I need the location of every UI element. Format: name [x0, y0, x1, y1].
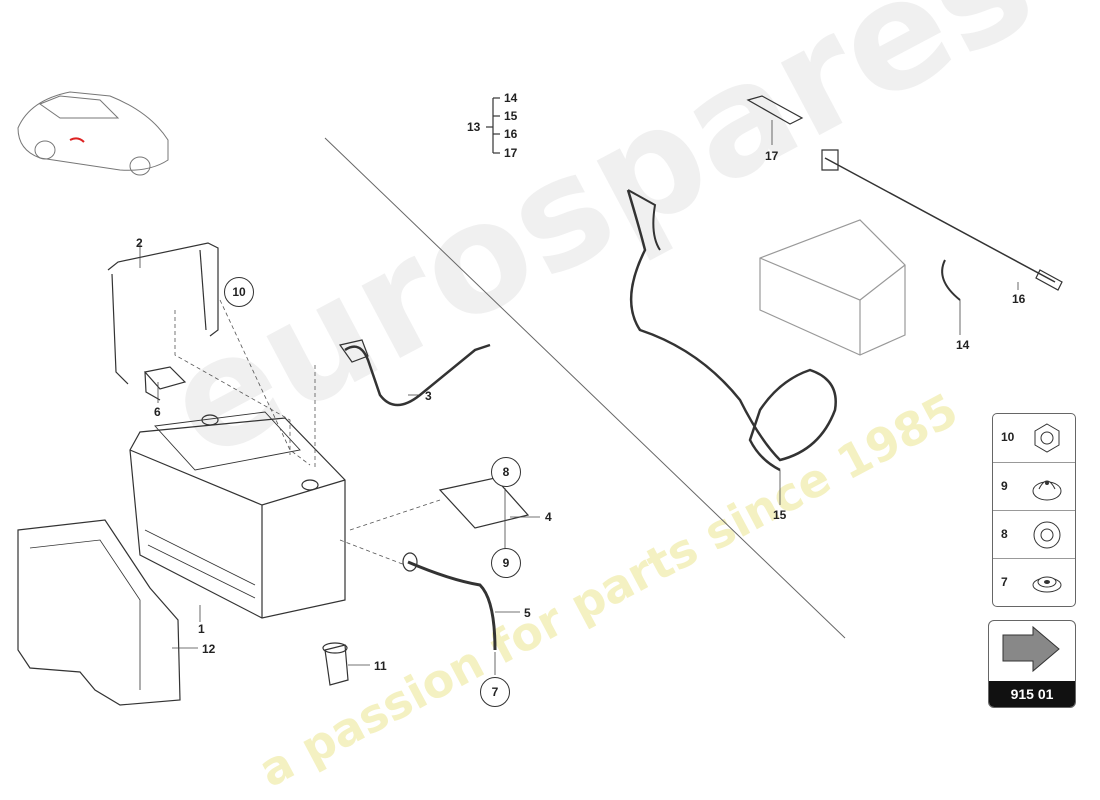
callout-5: 5 [524, 606, 531, 620]
legend-row: 10 [993, 414, 1075, 462]
page-code: 915 01 [989, 681, 1075, 707]
callout-14-group: 14 [504, 91, 518, 105]
legend-number: 10 [1001, 430, 1015, 444]
callout-15: 15 [773, 508, 787, 522]
callout-3: 3 [425, 389, 432, 403]
callout-17-group: 17 [504, 146, 518, 160]
legend-number: 8 [1001, 527, 1008, 541]
callout-4: 4 [545, 510, 552, 524]
battery-tray-12 [17, 519, 181, 706]
collar-nut-icon [1033, 521, 1061, 549]
battery-strap-2 [107, 242, 219, 385]
bracket-6 [143, 366, 187, 401]
flanged-nut-icon [1032, 576, 1062, 593]
legend-row: 7 [993, 558, 1075, 606]
legend-row: 8 [993, 510, 1075, 558]
callout-16-group: 16 [504, 127, 518, 141]
callout-12: 12 [202, 642, 216, 656]
circled-callout-9: 9 [491, 548, 521, 578]
fastener-legend: 10 9 8 7 [992, 413, 1076, 607]
callout-13: 13 [467, 120, 481, 134]
callout-2: 2 [136, 236, 143, 250]
callout-17: 17 [765, 149, 779, 163]
divider-line [324, 137, 846, 639]
plug-11 [324, 644, 349, 686]
ground-cable-3 [344, 343, 491, 407]
wiring-harness-15 [626, 189, 837, 472]
page-reference-box: 915 01 [988, 620, 1076, 708]
circled-callout-10: 10 [224, 277, 254, 307]
circled-callout-8: 8 [491, 457, 521, 487]
callout-1: 1 [198, 622, 205, 636]
legend-number: 7 [1001, 575, 1008, 589]
bracket-4 [438, 477, 530, 529]
legend-number: 9 [1001, 479, 1008, 493]
legend-row: 9 [993, 462, 1075, 510]
battery-sensor-16 [824, 157, 1056, 283]
hose-14 [941, 259, 961, 301]
callout-6: 6 [154, 405, 161, 419]
clip-17 [746, 95, 804, 125]
screw-head-icon [1032, 480, 1062, 501]
callout-11: 11 [374, 659, 387, 673]
battery-1 [129, 411, 346, 619]
sensor-cable-5 [407, 560, 497, 651]
group-bracket-13 [486, 97, 500, 154]
battery-reference-16-17 [759, 219, 906, 356]
car-thumbnail-icon [17, 91, 169, 176]
circled-callout-7: 7 [480, 677, 510, 707]
hex-nut-icon [1034, 423, 1060, 453]
callout-14: 14 [956, 338, 970, 352]
arrow-icon [1002, 625, 1060, 673]
callout-15-group: 15 [504, 109, 518, 123]
callout-16: 16 [1012, 292, 1026, 306]
